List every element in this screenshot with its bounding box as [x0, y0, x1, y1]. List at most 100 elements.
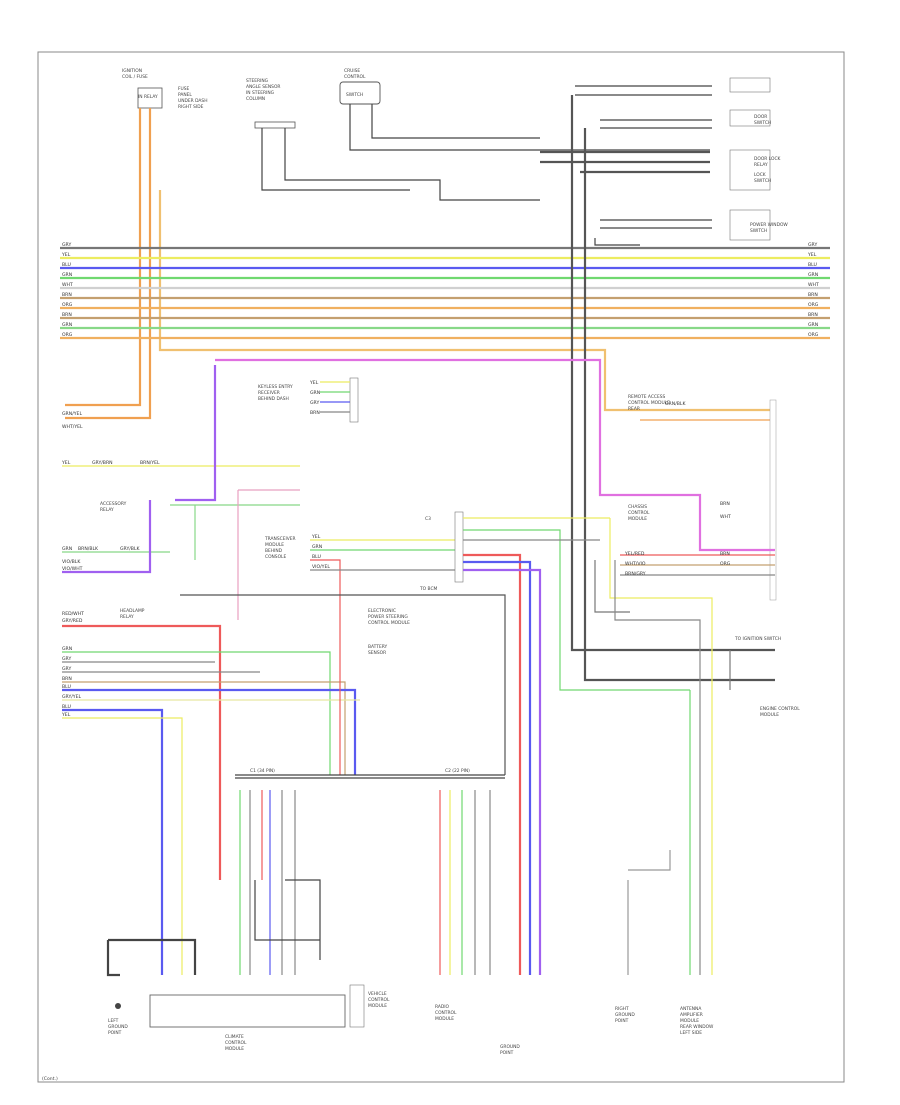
svg-text:GRY: GRY: [310, 400, 319, 406]
antenna-amplifier: ANTENNA AMPLIFIER MODULE REAR WINDOW LEF…: [680, 1006, 714, 1036]
top-right-connectors: DOOR SWITCH DOOR LOCK RELAY LOCK SWITCH …: [729, 77, 788, 241]
right-ground: RIGHT GROUND POINT: [615, 850, 671, 1024]
svg-text:GRN: GRN: [62, 322, 72, 328]
svg-text:BRN: BRN: [808, 292, 818, 298]
svg-text:BLU: BLU: [62, 684, 71, 690]
ignition-feed-wires: [65, 108, 775, 420]
bus-right-labels: GRY YEL BLU GRN WHT BRN ORG BRN GRN ORG: [807, 242, 819, 338]
svg-text:MODULE: MODULE: [680, 1018, 699, 1024]
svg-text:C1 (34 PIN): C1 (34 PIN): [250, 768, 275, 774]
right-module-pins: BRN WHT BRN ORG: [215, 358, 777, 601]
svg-text:WHT/YEL: WHT/YEL: [62, 424, 83, 430]
chassis-control-module: CHASSIS CONTROL MODULE: [628, 504, 650, 522]
svg-text:LEFT SIDE: LEFT SIDE: [680, 1030, 702, 1036]
svg-text:HEADLAMP: HEADLAMP: [120, 608, 145, 614]
remote-access-module: REMOTE ACCESS CONTROL MODULE REAR GRN/BL…: [628, 394, 775, 421]
svg-text:GRY/BLK: GRY/BLK: [120, 546, 141, 552]
svg-text:GRN: GRN: [62, 546, 72, 552]
accessory-relay: ACCESSORY RELAY: [100, 365, 300, 620]
svg-text:VIO/WHT: VIO/WHT: [62, 566, 83, 572]
climate-control-module: CLIMATE CONTROL MODULE: [149, 994, 346, 1052]
left-group-b: YEL GRY/BRN BRN/YEL: [61, 460, 300, 467]
svg-text:IN RELAY: IN RELAY: [138, 94, 158, 100]
svg-text:LOCK: LOCK: [754, 172, 766, 178]
svg-text:RELAY: RELAY: [120, 614, 134, 620]
svg-text:IGNITION: IGNITION: [122, 68, 142, 74]
svg-text:GRY/BRN: GRY/BRN: [92, 460, 113, 466]
svg-text:BRN: BRN: [62, 676, 72, 682]
svg-text:ORG: ORG: [62, 332, 73, 338]
svg-text:CLIMATE: CLIMATE: [225, 1034, 244, 1040]
svg-text:YEL: YEL: [61, 252, 71, 258]
svg-text:IN STEERING: IN STEERING: [246, 90, 275, 96]
bus-left-labels: GRY YEL BLU GRN WHT BRN ORG BRN GRN ORG: [61, 242, 73, 338]
svg-text:RIGHT SIDE: RIGHT SIDE: [178, 104, 204, 110]
ground-point-label: GROUND POINT: [500, 1044, 520, 1056]
svg-text:ANGLE SENSOR: ANGLE SENSOR: [246, 84, 280, 90]
svg-text:RECEIVER: RECEIVER: [258, 390, 280, 396]
svg-text:YEL: YEL: [61, 460, 71, 466]
svg-text:C2 (22 PIN): C2 (22 PIN): [445, 768, 470, 774]
svg-text:BRN: BRN: [310, 410, 320, 416]
svg-text:YEL: YEL: [61, 712, 71, 718]
svg-text:BEHIND: BEHIND: [265, 548, 283, 554]
svg-text:GRN: GRN: [312, 544, 322, 550]
svg-text:RIGHT: RIGHT: [615, 1006, 629, 1012]
left-ground: LEFT GROUND POINT: [106, 938, 197, 1036]
svg-text:GRN: GRN: [808, 322, 818, 328]
svg-text:GRN: GRN: [62, 646, 72, 652]
svg-text:POINT: POINT: [108, 1030, 122, 1036]
svg-text:CONTROL MODULE: CONTROL MODULE: [368, 620, 410, 626]
left-group-c: GRN BRN/BLK GRY/BLK: [62, 546, 170, 553]
svg-text:CONTROL: CONTROL: [435, 1010, 457, 1016]
svg-text:GROUND: GROUND: [108, 1024, 128, 1030]
body-control-module-conn: C3 TO BCM: [180, 511, 690, 975]
svg-text:ORG: ORG: [720, 561, 731, 567]
transceiver: TRANSCEIVER MODULE BEHIND CONSOLE YEL GR…: [264, 534, 455, 775]
steering-sensor: STEERING ANGLE SENSOR IN STEERING COLUMN: [246, 78, 296, 129]
svg-text:REAR: REAR: [628, 406, 640, 412]
svg-text:REAR WINDOW: REAR WINDOW: [680, 1024, 714, 1030]
svg-text:SWITCH: SWITCH: [754, 178, 771, 184]
svg-text:MODULE: MODULE: [628, 516, 647, 522]
corner-note: (Cont.): [42, 1076, 58, 1082]
power-steering-notes: ELECTRONIC POWER STEERING CONTROL MODULE…: [368, 608, 410, 656]
svg-text:BEHIND DASH: BEHIND DASH: [258, 396, 289, 402]
svg-text:COIL / FUSE: COIL / FUSE: [122, 74, 148, 80]
svg-text:GROUND: GROUND: [615, 1012, 635, 1018]
svg-text:YEL: YEL: [309, 380, 319, 386]
svg-text:GRY: GRY: [62, 666, 71, 672]
svg-text:POINT: POINT: [615, 1018, 629, 1024]
svg-text:DOOR LOCK: DOOR LOCK: [754, 156, 781, 162]
svg-text:BRN: BRN: [62, 312, 72, 318]
svg-text:CRUISE: CRUISE: [344, 68, 360, 74]
svg-text:MODULE: MODULE: [760, 712, 779, 718]
lower-right-wires: YEL/RED WHT/VIO BRN/GRY TO IGNITION SWIT…: [609, 518, 781, 975]
svg-text:GRY/RED: GRY/RED: [62, 618, 83, 624]
svg-text:YEL/RED: YEL/RED: [624, 551, 645, 557]
main-bus: [60, 246, 830, 340]
svg-text:TO BCM: TO BCM: [419, 586, 438, 592]
svg-text:ACCESSORY: ACCESSORY: [100, 501, 127, 507]
svg-text:GRY: GRY: [62, 656, 71, 662]
left-group-d: VIO/BLK VIO/WHT: [62, 500, 152, 574]
svg-text:YEL: YEL: [311, 534, 321, 540]
left-group-f-wires: GRN GRY GRY BRN BLU GRY/YEL BLU YEL: [61, 646, 360, 975]
svg-text:CONTROL MODULE: CONTROL MODULE: [628, 400, 670, 406]
svg-text:GRN: GRN: [808, 272, 818, 278]
ignition-coil: IGNITION COIL / FUSE IN RELAY: [122, 68, 163, 109]
svg-text:GRN/BLK: GRN/BLK: [665, 401, 686, 407]
svg-text:CONTROL: CONTROL: [368, 997, 390, 1003]
svg-text:CONTROL: CONTROL: [344, 74, 366, 80]
svg-text:DOOR: DOOR: [754, 114, 767, 120]
top-signal-wires: [261, 85, 712, 246]
svg-text:TRANSCEIVER: TRANSCEIVER: [264, 536, 296, 542]
svg-text:WHT: WHT: [808, 282, 819, 288]
svg-text:POINT: POINT: [500, 1050, 514, 1056]
svg-text:ENGINE CONTROL: ENGINE CONTROL: [760, 706, 800, 712]
headlamp-relay: HEADLAMP RELAY RED/WHT GRY/RED: [62, 608, 222, 880]
svg-text:BATTERY: BATTERY: [368, 644, 388, 650]
svg-text:POWER STEERING: POWER STEERING: [368, 614, 408, 620]
svg-text:MODULE: MODULE: [265, 542, 284, 548]
